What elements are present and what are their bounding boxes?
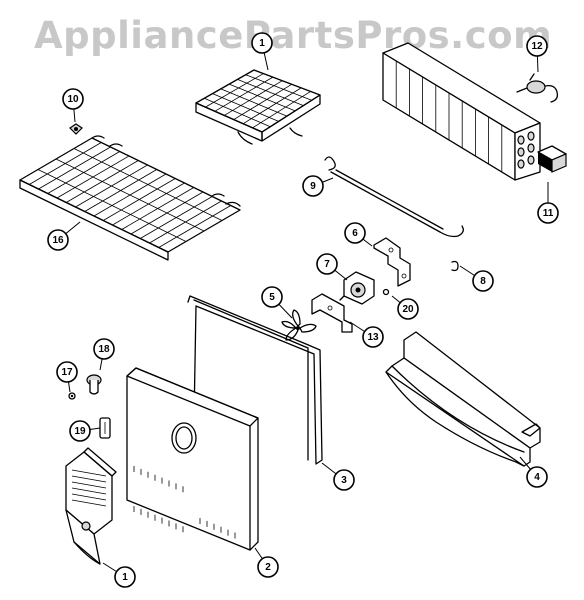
callout-1: 1 [114,566,136,588]
motor-bracket [311,293,353,333]
callout-number: 18 [98,344,110,355]
fan-blade [281,309,317,341]
callout-17: 17 [56,361,78,383]
trim-channel [385,331,541,467]
callout-number: 2 [265,562,271,573]
callout-number: 20 [402,304,414,315]
terminal-block [537,145,567,173]
light-lens [99,417,111,439]
evaporator-cover [126,367,259,551]
clip [451,260,459,272]
callout-6: 6 [344,222,366,244]
callout-number: 10 [67,94,79,105]
callout-number: 12 [531,41,543,52]
callout-3: 3 [333,469,355,491]
callout-8: 8 [472,270,494,292]
callout-16: 16 [47,229,69,251]
callout-number: 11 [543,208,554,219]
callout-number: 3 [341,475,347,486]
control-housing [65,447,117,565]
callout-number: 1 [259,38,265,49]
screw [69,123,83,135]
callout-13: 13 [362,326,384,348]
callout-number: 4 [534,472,540,483]
callout-19: 19 [69,420,91,442]
callout-18: 18 [93,338,115,360]
callout-number: 13 [367,332,379,343]
callout-number: 9 [310,181,316,192]
callout-number: 5 [269,292,275,303]
mounting-bracket [373,237,411,287]
callout-number: 19 [74,426,86,437]
callout-10: 10 [62,88,84,110]
callout-4: 4 [526,466,548,488]
callout-number: 1 [122,572,128,583]
ice-tray [195,69,321,145]
callout-2: 2 [257,556,279,578]
callout-20: 20 [397,298,419,320]
watermark-logo: AppliancePartsPros.com [34,14,552,57]
small-screw [68,392,76,400]
evaporator-coil [382,42,541,181]
callout-5: 5 [261,286,283,308]
callout-number: 16 [52,235,64,246]
fan-motor [339,271,390,305]
callout-11: 11 [537,202,559,224]
callout-number: 17 [61,367,73,378]
control-knob [86,374,102,395]
callout-7: 7 [316,253,338,275]
callout-12: 12 [526,35,548,57]
drain-heater [324,156,464,238]
callout-number: 7 [324,259,330,270]
callout-1: 1 [251,32,273,54]
wire-shelf [19,135,241,261]
defrost-thermostat [516,73,559,103]
liner-frame [187,295,323,465]
callout-9: 9 [302,175,324,197]
callout-number: 8 [480,276,486,287]
callout-number: 6 [352,228,358,239]
